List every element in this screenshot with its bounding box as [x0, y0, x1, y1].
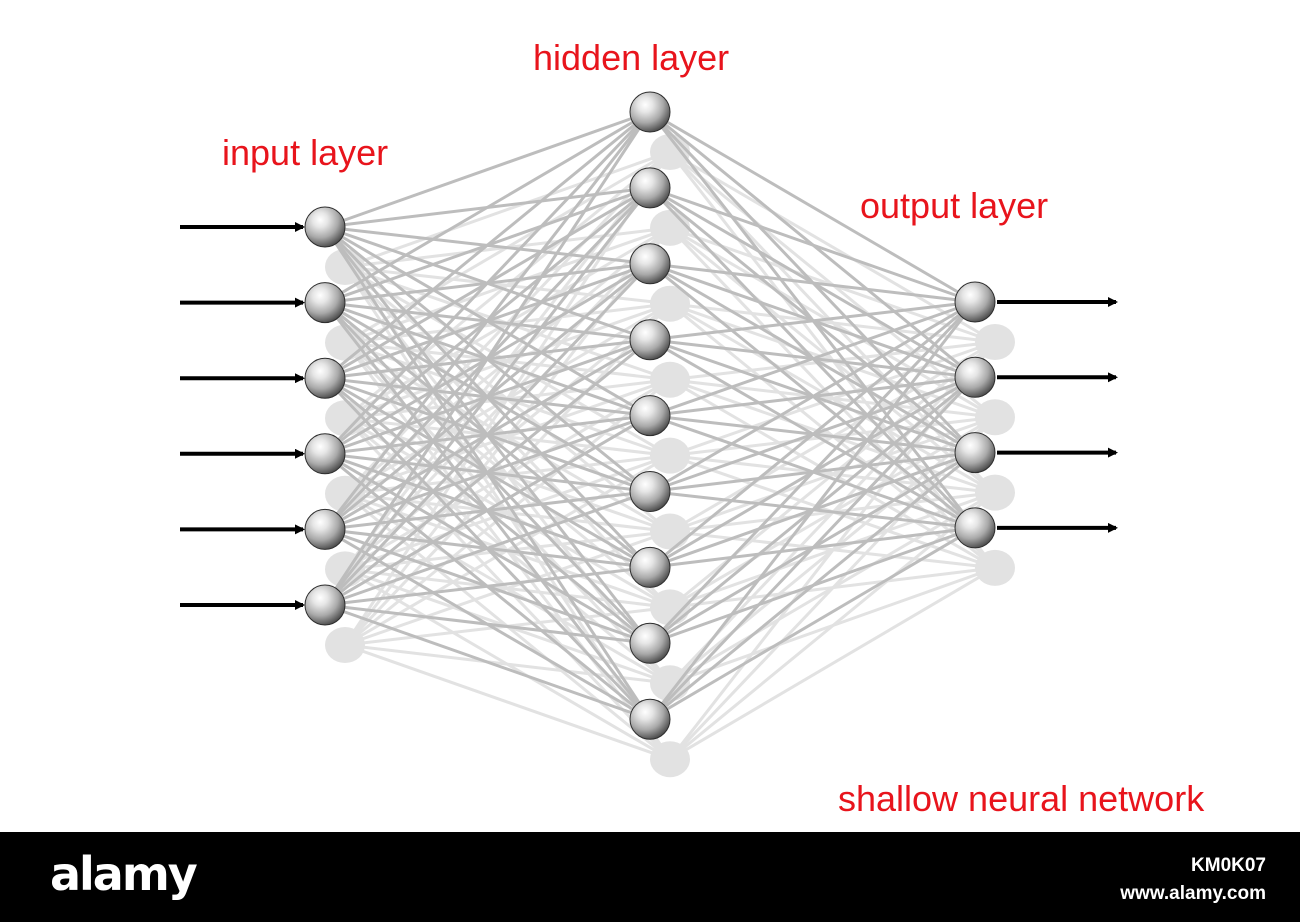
- node-shadow: [650, 589, 690, 626]
- connection-shadow: [344, 643, 671, 761]
- watermark-bar: alamy KM0K07 www.alamy.com: [0, 832, 1300, 922]
- input-layer-label: input layer: [222, 132, 389, 173]
- hidden-output-connection: [649, 186, 976, 304]
- node-shadows: [325, 134, 1015, 778]
- connection-shadow: [343, 151, 672, 571]
- input-hidden-connection: [324, 603, 651, 721]
- node-shadow: [650, 665, 690, 702]
- connection-shadow: [669, 150, 996, 344]
- hidden-output-connection: [649, 300, 976, 569]
- node-shadow: [975, 324, 1015, 360]
- output-node: [954, 507, 996, 549]
- input-hidden-connection: [323, 186, 652, 606]
- connection-shadow: [669, 340, 996, 458]
- node-shadow: [650, 285, 690, 322]
- hidden-output-connection: [648, 376, 977, 721]
- hidden-output-connection: [649, 526, 976, 721]
- connection-shadow: [669, 566, 996, 761]
- input-node: [304, 206, 346, 248]
- input-hidden-connection: [323, 110, 652, 455]
- node-shadow: [650, 437, 690, 474]
- input-hidden-connection: [324, 110, 651, 229]
- hidden-node: [629, 91, 671, 133]
- input-hidden-connection: [324, 110, 651, 380]
- watermark-image-id: KM0K07: [1191, 855, 1266, 876]
- watermark-site: www.alamy.com: [1120, 883, 1266, 904]
- input-hidden-connection: [324, 414, 651, 607]
- neural-network-diagram: [180, 91, 1118, 778]
- connection-shadow: [344, 530, 671, 647]
- hidden-node: [629, 698, 671, 740]
- input-hidden-connection: [324, 338, 651, 607]
- node-shadow: [975, 549, 1015, 586]
- input-hidden-connection: [323, 262, 652, 607]
- hidden-node: [629, 395, 671, 437]
- connection-shadow: [343, 226, 672, 646]
- nodes: [304, 91, 996, 740]
- node-shadow: [650, 361, 690, 398]
- hidden-node: [629, 471, 671, 512]
- hidden-node: [629, 546, 671, 588]
- output-node: [954, 432, 996, 474]
- input-hidden-connection: [324, 110, 651, 304]
- input-hidden-connection: [323, 111, 652, 606]
- input-hidden-connection: [323, 111, 652, 531]
- node-shadow: [650, 513, 690, 550]
- input-node: [304, 508, 346, 550]
- hidden-node: [629, 167, 671, 209]
- node-shadow: [650, 741, 690, 778]
- hidden-node: [629, 243, 671, 285]
- node-shadow: [975, 399, 1015, 436]
- connection-shadow: [669, 491, 996, 761]
- hidden-output-connection: [649, 300, 976, 418]
- input-hidden-connection: [324, 603, 651, 645]
- node-shadow: [975, 474, 1015, 511]
- hidden-output-connection: [649, 300, 976, 342]
- hidden-output-connection: [649, 262, 976, 304]
- input-node: [304, 433, 346, 475]
- node-shadow: [325, 627, 365, 663]
- output-node: [954, 356, 996, 398]
- output-layer-label: output layer: [860, 185, 1049, 226]
- input-node: [304, 282, 346, 324]
- connections: [323, 110, 977, 721]
- output-node: [954, 281, 996, 323]
- io-arrows: [180, 222, 1118, 610]
- input-hidden-connection: [324, 565, 651, 607]
- hidden-output-connection: [648, 300, 977, 645]
- connection-shadow: [669, 302, 996, 344]
- connection-shadow: [669, 340, 996, 609]
- hidden-node: [629, 622, 671, 664]
- input-hidden-connection: [324, 490, 651, 607]
- connection-shadow: [344, 378, 671, 647]
- hidden-output-connection: [649, 300, 976, 493]
- connection-shadow: [344, 150, 671, 269]
- hidden-node: [629, 319, 671, 361]
- hidden-layer-label: hidden layer: [533, 37, 730, 78]
- input-node: [304, 357, 346, 399]
- diagram-caption: shallow neural network: [838, 778, 1205, 819]
- hidden-output-connection: [649, 110, 976, 304]
- node-shadow: [325, 475, 365, 512]
- watermark-logo: alamy: [50, 847, 198, 901]
- hidden-output-connection: [648, 301, 977, 721]
- input-node: [304, 584, 346, 626]
- hidden-output-connection: [649, 451, 976, 721]
